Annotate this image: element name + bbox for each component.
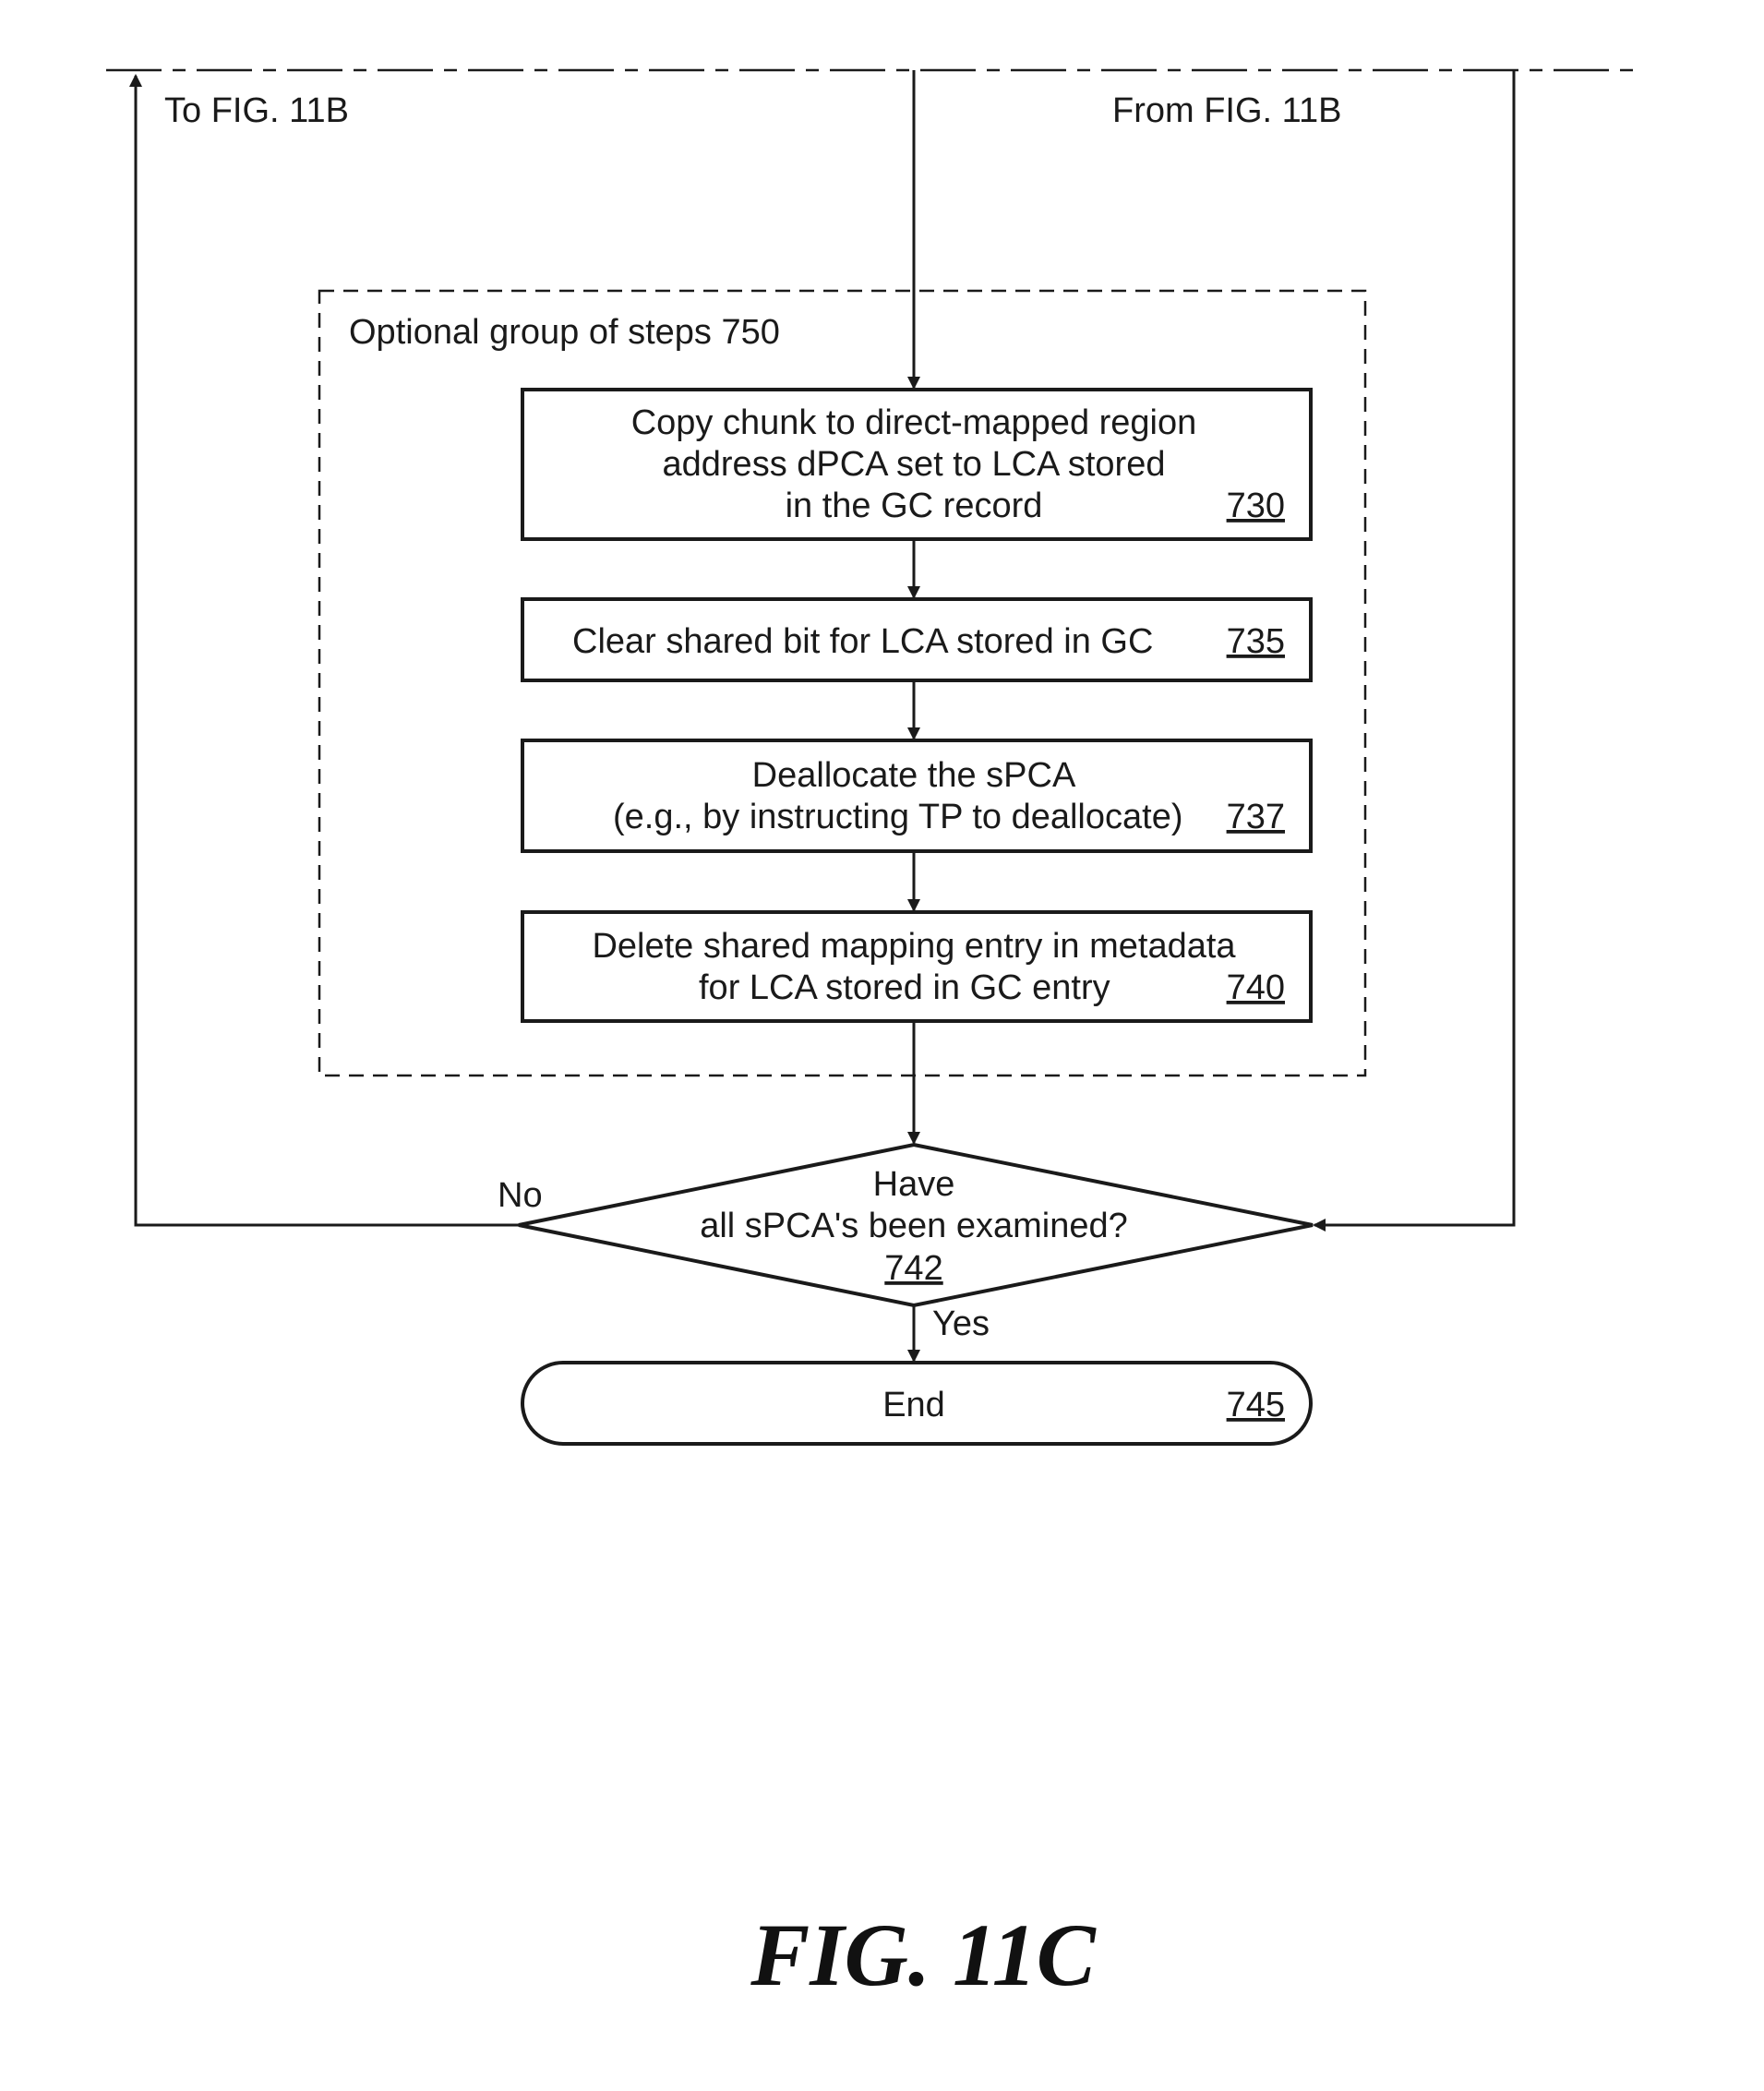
- from-fig-label: From FIG. 11B: [1112, 91, 1341, 130]
- step-740: Delete shared mapping entry in metadata …: [522, 912, 1311, 1021]
- step-735-line-1: Clear shared bit for LCA stored in GC: [572, 622, 1153, 661]
- from-branch-arrow: [1314, 70, 1514, 1225]
- terminal-745-label: End: [882, 1386, 945, 1424]
- decision-742-line-2: all sPCA's been examined?: [700, 1207, 1128, 1245]
- terminal-745-ref: 745: [1227, 1386, 1285, 1424]
- no-branch-arrow: [136, 76, 519, 1225]
- step-735: Clear shared bit for LCA stored in GC 73…: [522, 599, 1311, 680]
- optional-group-label: Optional group of steps 750: [349, 313, 780, 352]
- step-737-ref: 737: [1227, 798, 1285, 836]
- terminal-745: End 745: [522, 1363, 1311, 1444]
- decision-742: Have all sPCA's been examined? 742: [519, 1145, 1313, 1305]
- decision-742-ref: 742: [884, 1249, 942, 1288]
- step-730-line-1: Copy chunk to direct-mapped region: [631, 403, 1197, 442]
- to-fig-label: To FIG. 11B: [164, 91, 349, 130]
- step-737-line-2: (e.g., by instructing TP to deallocate): [613, 798, 1182, 836]
- decision-742-line-1: Have: [873, 1165, 955, 1204]
- figure-label: FIG. 11C: [750, 1905, 1096, 2004]
- yes-label: Yes: [932, 1304, 990, 1343]
- step-730-line-2: address dPCA set to LCA stored: [663, 445, 1166, 484]
- no-label: No: [498, 1176, 543, 1215]
- step-740-line-2: for LCA stored in GC entry: [699, 968, 1110, 1007]
- step-735-ref: 735: [1227, 622, 1285, 661]
- step-737: Deallocate the sPCA (e.g., by instructin…: [522, 740, 1311, 851]
- step-740-line-1: Delete shared mapping entry in metadata: [592, 927, 1236, 966]
- step-740-ref: 740: [1227, 968, 1285, 1007]
- step-737-line-1: Deallocate the sPCA: [752, 756, 1076, 795]
- step-730-line-3: in the GC record: [786, 487, 1043, 525]
- step-730-ref: 730: [1227, 487, 1285, 525]
- step-730: Copy chunk to direct-mapped region addre…: [522, 390, 1311, 539]
